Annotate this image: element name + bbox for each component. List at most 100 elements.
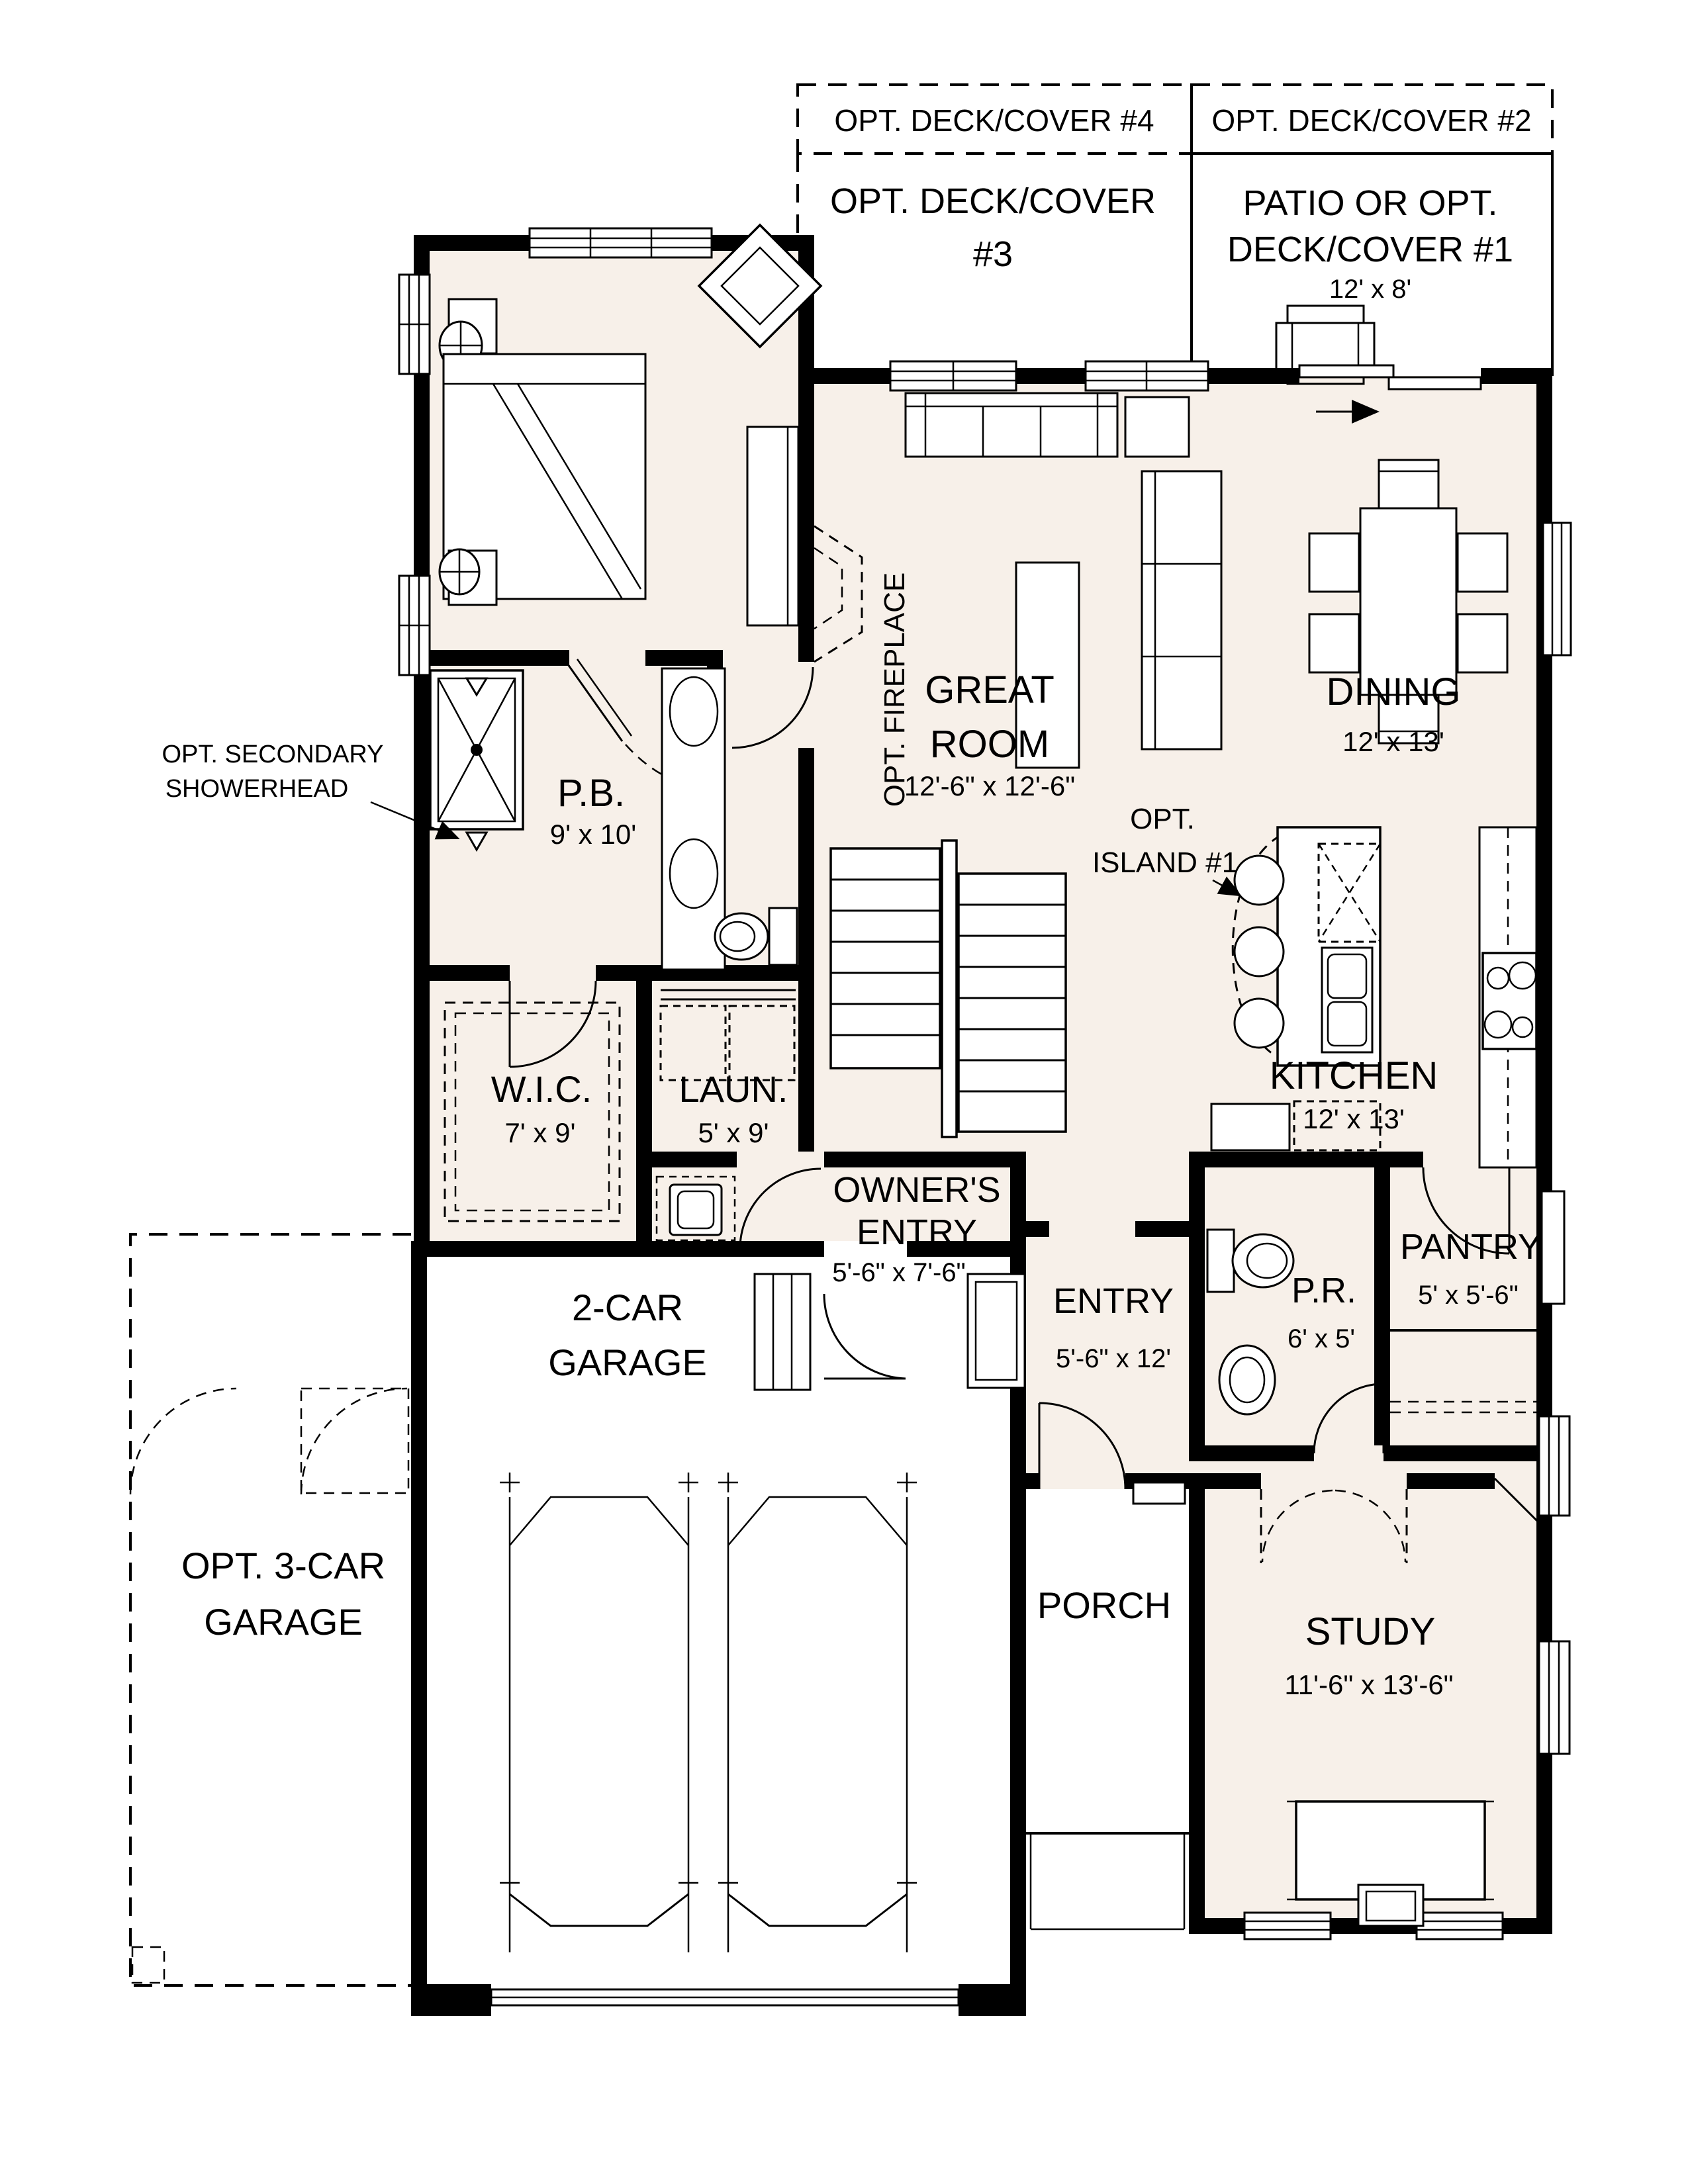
sink-basin: [1327, 953, 1368, 999]
pr-label: P.R.: [1291, 1271, 1356, 1310]
pr-toilet-tank: [1206, 1228, 1235, 1293]
car-rear: [509, 1893, 689, 1927]
car-ticks: [718, 1473, 917, 1884]
wall-seg: [824, 1152, 1026, 1167]
burner: [1508, 961, 1537, 990]
wic-label: W.I.C.: [491, 1068, 592, 1110]
door-arc: [509, 980, 597, 1068]
showerhead-secondary: [465, 831, 489, 852]
dining-right-window: [1542, 522, 1572, 657]
toilet-bowl: [714, 912, 769, 961]
opt-fireplace-label: OPT. FIREPLACE: [878, 572, 911, 807]
angled-wall: [1493, 1477, 1548, 1531]
pb-door-45: [567, 659, 692, 788]
door-arc: [1039, 1402, 1127, 1490]
door-swings: [508, 659, 1511, 1563]
mech-closet-box: [966, 1273, 1026, 1389]
great-room-label-line1: GREAT: [925, 668, 1055, 711]
slider-panel: [1298, 364, 1395, 379]
laundry-tub: [669, 1183, 723, 1236]
owners-entry-label-line2: ENTRY: [857, 1212, 977, 1252]
door-arc: [1313, 1383, 1384, 1454]
opt-garage-dashed-box: [300, 1387, 410, 1494]
stair-run-right: [957, 872, 1067, 1133]
wall-seg: [645, 650, 723, 666]
wall-seg: [636, 981, 652, 1257]
great-room-label-line2: ROOM: [930, 723, 1049, 766]
floor-entry-strip: [1026, 1152, 1544, 1489]
washer-dashed: [659, 1005, 727, 1081]
powder-room-door: [1313, 1383, 1385, 1454]
shower-drain: [471, 744, 483, 756]
wall-seg: [414, 1241, 824, 1257]
car-front: [509, 1496, 689, 1546]
door-arc: [1422, 1167, 1510, 1255]
garage-entry-door: [823, 1293, 906, 1380]
shower: [429, 669, 524, 852]
wall-seg: [1189, 1152, 1205, 1461]
pb-dims: 9' x 10': [550, 819, 636, 850]
patio-label-line2: DECK/COVER #1: [1227, 230, 1513, 269]
patio-label-line1: PATIO OR OPT.: [1243, 183, 1497, 223]
dining-chair: [1378, 694, 1440, 745]
opt-3car-label-line1: OPT. 3-CAR: [181, 1545, 385, 1586]
wall-seg: [1189, 1489, 1205, 1934]
slider-panel: [1387, 376, 1482, 390]
powder-room-area: P.R. 6' x 5': [1206, 1228, 1356, 1416]
desk-ticks: [1287, 1800, 1494, 1901]
opt-3car-label-line2: GARAGE: [204, 1601, 363, 1643]
patio-sliding-door: [1298, 364, 1482, 424]
laundry-dims: 5' x 9': [698, 1117, 769, 1148]
stair-run-left: [829, 847, 941, 1069]
pr-dims: 6' x 5': [1288, 1324, 1355, 1353]
window: [1132, 1481, 1186, 1505]
door-leaf: [576, 659, 633, 737]
island-leader: [1212, 876, 1243, 897]
opt-deck-cover-3: OPT. DECK/COVER #3: [796, 154, 1156, 274]
study-area: STUDY 11'-6" x 13'-6": [1284, 1610, 1494, 1927]
wic-dims: 7' x 9': [504, 1117, 575, 1148]
laundry-area: LAUN. 5' x 9': [655, 989, 796, 1242]
dryer-dashed: [728, 1005, 796, 1081]
window: [1538, 1640, 1571, 1755]
owners-entry-area: OWNER'S ENTRY 5'-6" x 7'-6": [753, 1170, 1026, 1391]
primary-bath: P.B. 9' x 10' OPT. SECONDARY SHOWERHEAD: [162, 667, 798, 971]
study-desk: [1287, 1800, 1494, 1927]
fireplace-inner: [814, 547, 843, 630]
porch-area: PORCH: [1026, 1584, 1189, 1931]
bed-fold: [516, 383, 642, 590]
door-arc-bedroom-to-bath: [731, 666, 814, 749]
wall-seg: [414, 235, 430, 1257]
wall-seg: [959, 1984, 1026, 2016]
cooktop-x: [1317, 843, 1382, 942]
vanity-sink: [669, 838, 719, 909]
primary-bedroom-furniture: [438, 223, 823, 627]
garage-label-line2: GARAGE: [548, 1342, 707, 1383]
deck3-label-line2: #3: [973, 234, 1013, 274]
corner-diamond-outer: [697, 223, 823, 349]
opt-3car-garage: OPT. 3-CAR GARAGE: [129, 1233, 411, 1987]
kitchen-counter-right: [1478, 826, 1538, 1169]
bedroom-left-window-2: [398, 574, 431, 676]
opt-fireplace-bay: [814, 525, 863, 663]
patio-area: PATIO OR OPT. DECK/COVER #1 12' x 8': [1190, 152, 1554, 385]
owners-entry-dims: 5'-6" x 7'-6": [832, 1258, 966, 1287]
desk: [1295, 1800, 1486, 1901]
car-outline-1: [500, 1473, 698, 1952]
wic-door: [508, 980, 597, 1068]
wall-seg: [1010, 1473, 1039, 1489]
window: [1243, 1911, 1332, 1940]
pr-sink: [1218, 1344, 1276, 1416]
wall-seg: [1135, 1221, 1189, 1237]
showerhead-note-line2: SHOWERHEAD: [165, 775, 349, 803]
kitchen-cabinet: [1210, 1103, 1291, 1152]
burner: [1511, 1016, 1534, 1038]
showerhead-leader: [370, 801, 460, 840]
corner-fireplace: [697, 223, 823, 349]
coffee-table: [1015, 561, 1080, 769]
windows: [398, 227, 1572, 2007]
burner: [1483, 1010, 1513, 1039]
sofa: [904, 392, 1119, 458]
door-leaf: [567, 664, 624, 742]
car-sides: [508, 1497, 690, 1952]
